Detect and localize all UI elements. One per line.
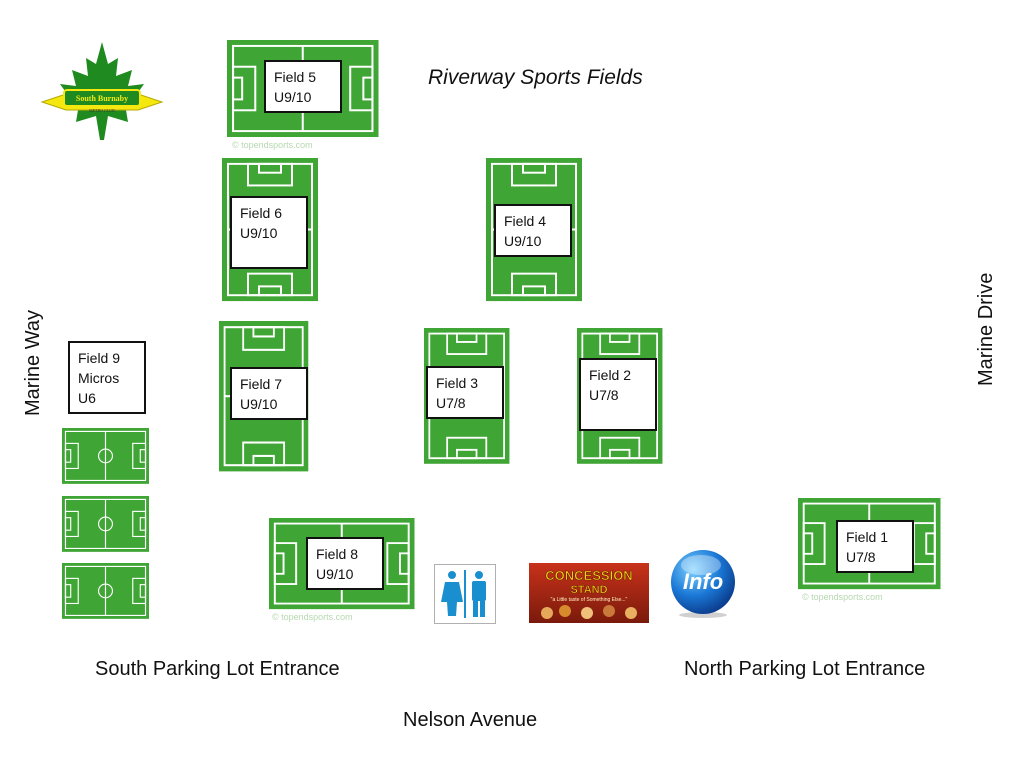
field-6-name: Field 6 [240,205,283,221]
info-icon[interactable]: Info [668,547,738,619]
info-text: Info [683,569,723,594]
field-8-age: U9/10 [316,566,354,582]
field-9-age: U6 [78,390,96,406]
road-nelson-avenue: Nelson Avenue [403,709,538,731]
field-4-name: Field 4 [504,213,547,229]
field-9-pitch-b [61,495,150,553]
watermark-text: © topendsports.com [272,612,353,622]
field-5-label[interactable]: Field 5 U9/10 [264,60,342,113]
concession-title: CONCESSION [545,568,632,583]
watermark-text: © topendsports.com [232,140,313,150]
field-9-pitch-c [61,562,150,620]
field-7-age: U9/10 [240,396,278,412]
field-3-label[interactable]: Field 3 U7/8 [426,366,504,419]
field-3-age: U7/8 [436,395,466,411]
field-4-age: U9/10 [504,233,542,249]
field-9-pitch-a [61,427,150,485]
field-2-label[interactable]: Field 2 U7/8 [579,358,657,431]
club-subtitle-text: METRO CLUB [89,108,115,113]
field-6-age: U9/10 [240,225,278,241]
field-9-label[interactable]: Field 9 Micros U6 [68,341,146,414]
map-title: Riverway Sports Fields [428,66,643,89]
north-parking-entrance: North Parking Lot Entrance [684,658,926,680]
concession-tagline: "a Little taste of Something Else..." [551,597,628,603]
field-5-age: U9/10 [274,89,312,105]
field-2-age: U7/8 [589,387,619,403]
watermark-text: © topendsports.com [802,592,883,602]
field-8-label[interactable]: Field 8 U9/10 [306,537,384,590]
club-name-text: South Burnaby [76,94,128,103]
field-5-name: Field 5 [274,69,317,85]
field-3-name: Field 3 [436,375,479,391]
field-2-name: Field 2 [589,367,632,383]
field-7-name: Field 7 [240,376,283,392]
field-1-label[interactable]: Field 1 U7/8 [836,520,914,573]
concession-stand-sign[interactable]: CONCESSION STAND "a Little taste of Some… [529,563,649,623]
south-parking-entrance: South Parking Lot Entrance [95,658,340,680]
field-8-name: Field 8 [316,546,359,562]
field-4-label[interactable]: Field 4 U9/10 [494,204,572,257]
field-6-label[interactable]: Field 6 U9/10 [230,196,308,269]
washroom-icon[interactable] [434,564,496,624]
field-1-name: Field 1 [846,529,889,545]
field-9-type: Micros [78,370,120,386]
club-logo: South Burnaby METRO CLUB [40,42,164,140]
field-7-label[interactable]: Field 7 U9/10 [230,367,308,420]
concession-subtitle: STAND [570,584,607,596]
field-9-name: Field 9 [78,350,121,366]
field-1-age: U7/8 [846,549,876,565]
